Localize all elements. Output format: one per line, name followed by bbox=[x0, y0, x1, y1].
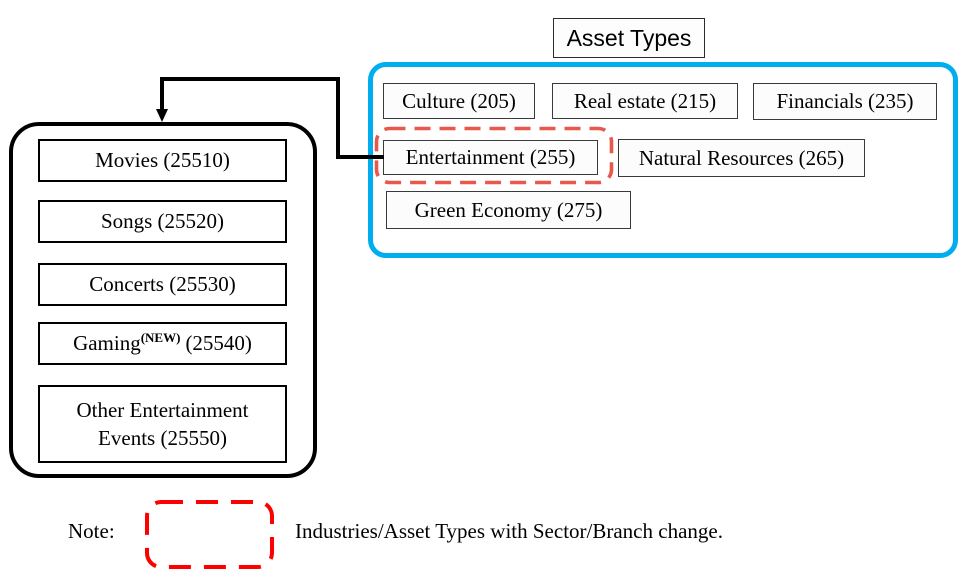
asset-type-real-estate: Real estate (215) bbox=[552, 83, 738, 119]
industry-gaming: Gaming(NEW)(25540) bbox=[38, 322, 287, 365]
industry-movies: Movies (25510) bbox=[38, 139, 287, 182]
industry-songs: Songs (25520) bbox=[38, 200, 287, 243]
industry-concerts: Concerts (25530) bbox=[38, 263, 287, 306]
asset-type-culture: Culture (205) bbox=[383, 83, 535, 119]
note-text: Industries/Asset Types with Sector/Branc… bbox=[295, 519, 723, 543]
industry-other-entertainment-events: Other Entertainment Events (25550) bbox=[38, 385, 287, 463]
legend-dashed-box bbox=[145, 500, 274, 569]
asset-type-financials: Financials (235) bbox=[753, 83, 937, 120]
note-label: Note: bbox=[68, 519, 115, 543]
arrowhead-icon bbox=[156, 109, 168, 122]
asset-type-entertainment: Entertainment (255) bbox=[383, 140, 598, 175]
new-superscript: (NEW) bbox=[140, 330, 181, 345]
asset-type-green-economy: Green Economy (275) bbox=[386, 191, 631, 229]
asset-types-title: Asset Types bbox=[553, 18, 705, 58]
asset-type-natural-resources: Natural Resources (265) bbox=[618, 139, 865, 177]
industry-gaming-label: Gaming(NEW)(25540) bbox=[73, 330, 252, 355]
